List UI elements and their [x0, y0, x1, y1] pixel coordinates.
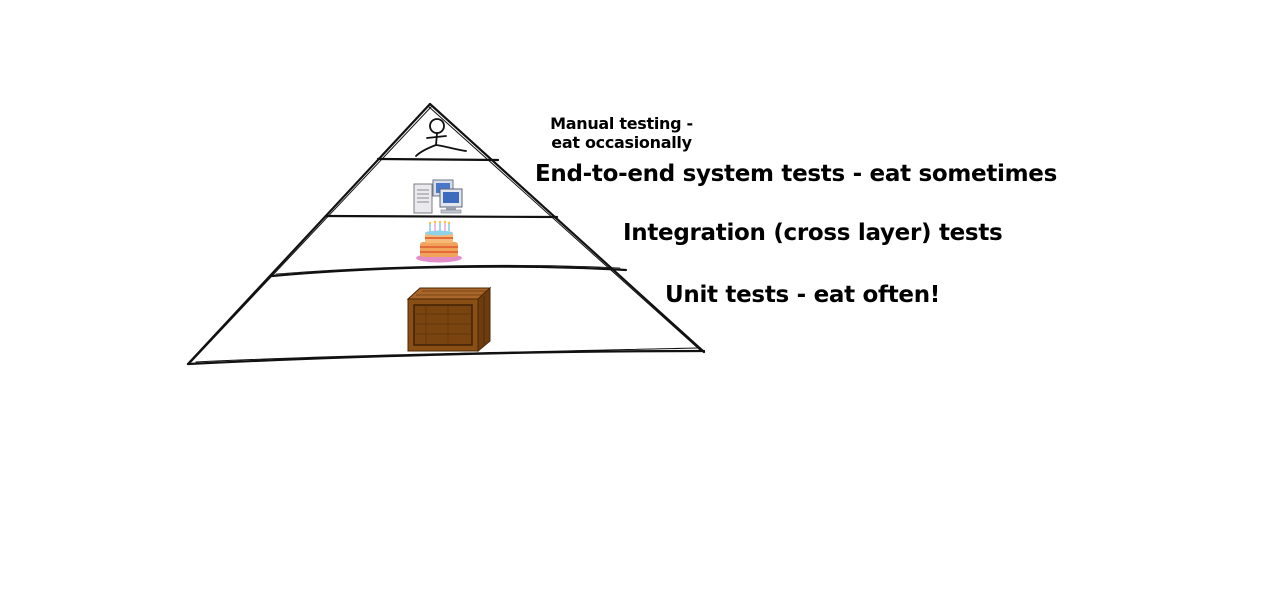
divider-e2e — [324, 214, 559, 219]
divider-manual — [376, 157, 500, 162]
wooden-crate-icon — [406, 286, 492, 353]
unit-tests-label: Unit tests - eat often! — [665, 282, 940, 308]
computer-server-icon — [413, 179, 463, 214]
stick-figure-icon — [415, 118, 467, 157]
integration-tests-label: Integration (cross layer) tests — [623, 220, 1003, 246]
manual-testing-label: Manual testing - eat occasionally — [550, 114, 693, 152]
e2e-tests-label: End-to-end system tests - eat sometimes — [535, 161, 1057, 187]
divider-integration — [270, 265, 628, 278]
cake-icon — [416, 220, 462, 263]
layer-dividers — [270, 157, 628, 278]
pyramid-outline — [186, 102, 706, 366]
